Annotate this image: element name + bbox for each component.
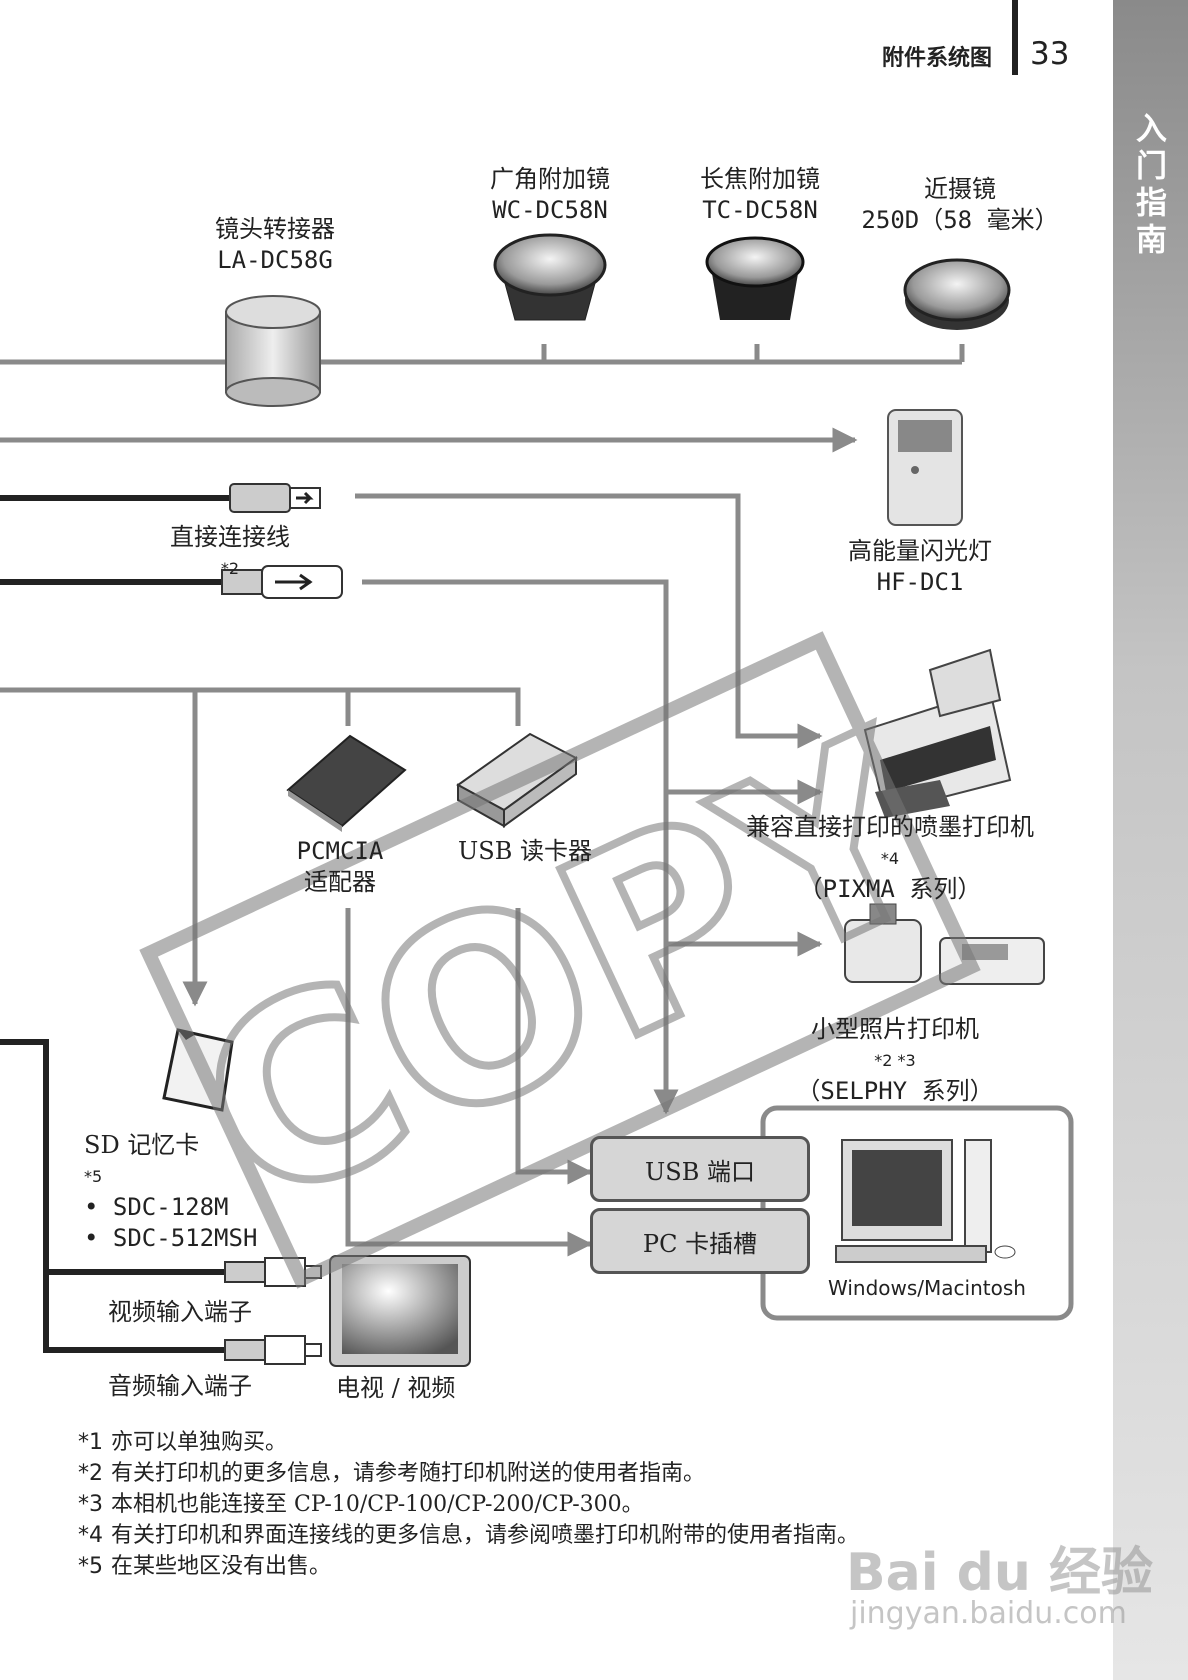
photo-printer-label: 小型照片打印机*2 *3 （SELPHY 系列） xyxy=(796,1015,994,1105)
direct-cable-label: 直接连接线*2 xyxy=(170,523,290,578)
pcmcia-image xyxy=(286,734,407,832)
usb-plug xyxy=(221,565,343,599)
side-tab-label: 入门指南 xyxy=(1130,112,1166,260)
page-title: 附件系统图 xyxy=(881,46,992,71)
direct-cable-to-printer xyxy=(355,493,823,749)
closeup-lens-image xyxy=(903,258,1011,330)
sd-card-label: SD 记忆卡*5 • SDC-128M • SDC-512MSH xyxy=(84,1131,258,1252)
baidu-url: jingyan.baidu.com xyxy=(850,1596,1127,1631)
computer-image xyxy=(835,1139,1016,1263)
page-number: 33 xyxy=(1030,36,1070,72)
tele-converter-label: 长焦附加镜 TC-DC58N xyxy=(700,165,820,224)
side-tab xyxy=(1113,0,1188,1680)
inkjet-printer-label: 兼容直接打印的喷墨打印机*4 （PIXMA 系列） xyxy=(746,813,1034,903)
pc-slot-box: PC 卡插槽 xyxy=(590,1208,810,1274)
tele-converter-image xyxy=(705,236,805,320)
closeup-lens-label: 近摄镜 250D（58 毫米） xyxy=(861,175,1059,234)
tv-label: 电视 / 视频 xyxy=(336,1374,456,1402)
header-divider xyxy=(1012,0,1018,75)
av-cable-line xyxy=(0,1039,225,1353)
lens-adapter-image xyxy=(225,295,321,407)
usb-to-computer xyxy=(362,579,679,1115)
direct-cable-plug xyxy=(229,483,321,513)
audio-rca-plug xyxy=(224,1335,322,1365)
baidu-watermark: Bai du 经验 xyxy=(846,1543,1153,1603)
video-in-label: 视频输入端子 xyxy=(108,1298,252,1326)
audio-in-label: 音频输入端子 xyxy=(108,1372,252,1400)
flash-image xyxy=(887,409,963,526)
inkjet-printer-image xyxy=(863,648,1012,818)
card-bus-line xyxy=(0,687,521,726)
wide-converter-label: 广角附加镜 WC-DC58N xyxy=(490,165,610,224)
flash-label: 高能量闪光灯 HF-DC1 xyxy=(848,537,992,596)
wide-converter-image xyxy=(493,233,607,321)
lens-connection-lines xyxy=(0,344,965,365)
computer-label: Windows/Macintosh xyxy=(828,1276,1026,1300)
usb-reader-label: USB 读卡器 xyxy=(458,837,592,865)
tv-image xyxy=(329,1255,471,1367)
lens-adapter-label: 镜头转接器 LA-DC58G xyxy=(215,215,335,274)
usb-port-box: USB 端口 xyxy=(590,1136,810,1202)
pcmcia-label: PCMCIA 适配器 xyxy=(296,837,384,896)
pcmcia-to-pc-slot xyxy=(345,908,593,1257)
